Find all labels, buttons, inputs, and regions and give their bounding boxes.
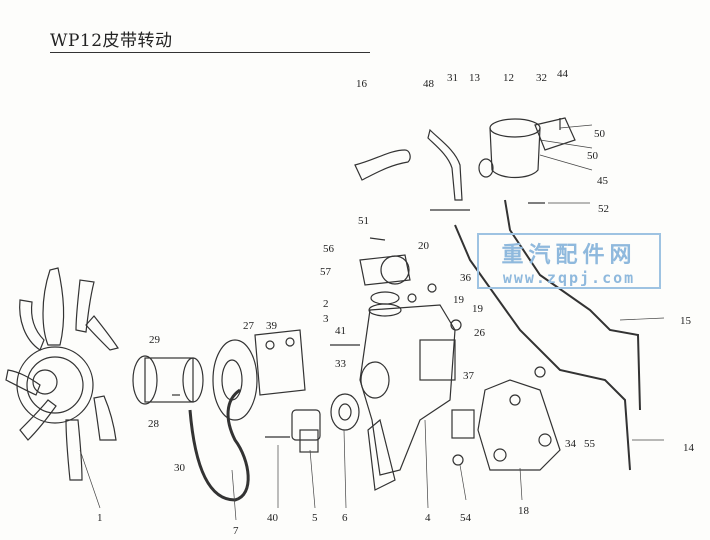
callout-15: 15 bbox=[680, 315, 691, 327]
callout-2: 2 bbox=[323, 298, 329, 310]
callout-7: 7 bbox=[233, 525, 239, 537]
page-title: WP12皮带转动 bbox=[50, 31, 173, 51]
callout-30: 30 bbox=[174, 462, 185, 474]
callout-56: 56 bbox=[323, 243, 334, 255]
callout-57: 57 bbox=[320, 266, 331, 278]
callout-32: 32 bbox=[536, 72, 547, 84]
callout-19: 19 bbox=[453, 294, 464, 306]
fan-part bbox=[5, 267, 119, 481]
callout-39: 39 bbox=[266, 320, 277, 332]
callout-14: 14 bbox=[683, 442, 694, 454]
callout-34: 34 bbox=[565, 438, 576, 450]
hose-part bbox=[354, 128, 463, 201]
callout-13: 13 bbox=[469, 72, 480, 84]
callout-37: 37 bbox=[463, 370, 474, 382]
callout-55: 55 bbox=[584, 438, 595, 450]
callout-4: 4 bbox=[425, 512, 431, 524]
callout-36: 36 bbox=[460, 272, 471, 284]
watermark-line-1: 重汽配件网 bbox=[501, 243, 637, 268]
callout-20: 20 bbox=[418, 240, 429, 252]
callout-19: 19 bbox=[472, 303, 483, 315]
callout-44: 44 bbox=[557, 68, 568, 80]
watermark-line-2: www.zqpj.com bbox=[502, 269, 636, 287]
callout-54: 54 bbox=[460, 512, 471, 524]
callout-1: 1 bbox=[97, 512, 103, 524]
callout-5: 5 bbox=[312, 512, 318, 524]
watermark: 重汽配件网 www.zqpj.com bbox=[477, 233, 661, 289]
callout-27: 27 bbox=[243, 320, 254, 332]
idler-part bbox=[330, 393, 360, 431]
thermostat-part bbox=[359, 254, 411, 317]
pump-housing-part bbox=[359, 304, 456, 491]
callout-52: 52 bbox=[598, 203, 609, 215]
expansion-tank-part bbox=[478, 117, 576, 179]
callout-6: 6 bbox=[342, 512, 348, 524]
callout-40: 40 bbox=[267, 512, 278, 524]
callout-48: 48 bbox=[423, 78, 434, 90]
bolt-parts bbox=[172, 118, 561, 466]
callout-29: 29 bbox=[149, 334, 160, 346]
callout-16: 16 bbox=[356, 78, 367, 90]
callout-50: 50 bbox=[587, 150, 598, 162]
callout-12: 12 bbox=[503, 72, 514, 84]
callout-28: 28 bbox=[148, 418, 159, 430]
hub-part bbox=[132, 355, 204, 405]
callout-45: 45 bbox=[597, 175, 608, 187]
tensioner-part bbox=[291, 409, 321, 453]
sensor-part bbox=[451, 409, 475, 439]
callout-3: 3 bbox=[323, 313, 329, 325]
pipe-part bbox=[454, 199, 641, 471]
callout-50: 50 bbox=[594, 128, 605, 140]
callout-41: 41 bbox=[335, 325, 346, 337]
callout-18: 18 bbox=[518, 505, 529, 517]
callout-31: 31 bbox=[447, 72, 458, 84]
mount-bracket-part bbox=[477, 379, 561, 471]
callout-26: 26 bbox=[474, 327, 485, 339]
bracket-part bbox=[254, 329, 306, 396]
callout-33: 33 bbox=[335, 358, 346, 370]
belt-part bbox=[188, 339, 258, 502]
callout-51: 51 bbox=[358, 215, 369, 227]
title-underline bbox=[50, 52, 370, 53]
